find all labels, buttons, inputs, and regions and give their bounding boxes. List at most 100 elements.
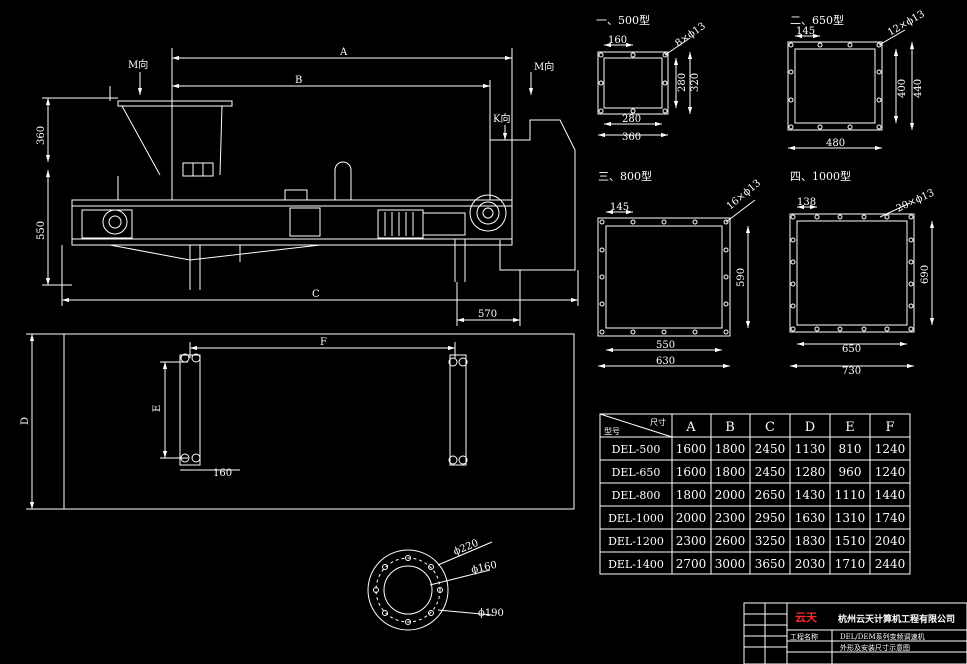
table-cell: 2300 xyxy=(715,511,746,525)
flange-500-title: 一、500型 xyxy=(596,13,650,27)
dim-550: 550 xyxy=(36,221,47,240)
flange-800-labels: 三、800型 16×ϕ13 145 550 630 590 xyxy=(598,169,763,367)
table-cell: 1710 xyxy=(835,557,866,571)
company-logo: 云天 xyxy=(795,611,818,624)
dim-phi160: ϕ160 xyxy=(470,560,498,576)
table-cell: 2440 xyxy=(875,557,906,571)
round-flange-labels: ϕ220 ϕ160 ϕ190 xyxy=(452,538,504,619)
dim-b: B xyxy=(295,75,302,86)
table-cell: 1600 xyxy=(676,442,707,456)
flange-650-d-top: 145 xyxy=(796,26,815,37)
flange-500-d-out: 360 xyxy=(622,132,641,143)
table-header-c: C xyxy=(765,420,775,435)
flange-500 xyxy=(597,37,693,138)
flange-500-v-out: 320 xyxy=(690,73,701,92)
table-header-d: D xyxy=(805,420,815,435)
table-cell: 1130 xyxy=(795,442,826,456)
table-cell: 1800 xyxy=(676,488,707,502)
side-view xyxy=(42,48,579,326)
flange-1000-d-in: 650 xyxy=(842,344,861,355)
dim-160: 160 xyxy=(213,468,232,479)
label-m-right: M向 xyxy=(534,60,554,73)
plan-view xyxy=(26,333,575,510)
flange-800 xyxy=(597,199,756,369)
table-cell: 3250 xyxy=(755,534,786,548)
table-cell: 1800 xyxy=(715,442,746,456)
table-header-b: B xyxy=(725,420,735,435)
table-cell: 960 xyxy=(839,465,862,479)
flange-650-title: 二、650型 xyxy=(790,13,844,27)
table-header-f: F xyxy=(885,420,894,435)
label-m-left: M向 xyxy=(128,58,148,71)
flange-650 xyxy=(787,29,915,151)
table-corner-top: 尺寸 xyxy=(650,417,666,427)
table-cell: 2650 xyxy=(755,488,786,502)
product-name: DEL/DEM系列变频调速机 xyxy=(840,632,925,641)
table-row-model: DEL-1200 xyxy=(608,535,664,548)
table-row-model: DEL-1000 xyxy=(608,512,664,525)
side-view-labels: A B C 570 360 550 M向 M向 K向 xyxy=(36,47,554,320)
flange-1000-holes: 20×ϕ13 xyxy=(895,188,936,215)
flange-650-holes: 12×ϕ13 xyxy=(886,9,927,39)
flange-1000-d-top: 138 xyxy=(797,197,816,208)
dim-a: A xyxy=(339,47,348,58)
table-cell: 1440 xyxy=(875,488,906,502)
table-corner-bottom: 型号 xyxy=(604,427,620,436)
flange-800-holes: 16×ϕ13 xyxy=(725,178,763,213)
dim-phi190: ϕ190 xyxy=(478,608,504,619)
table-cell: 2950 xyxy=(755,511,786,525)
dim-570: 570 xyxy=(478,309,497,320)
table-cell: 2600 xyxy=(715,534,746,548)
title-block-text: 云天 杭州云天计算机工程有限公司 工程名称 DEL/DEM系列变频调速机 外形及… xyxy=(790,606,955,652)
table-cell: 810 xyxy=(839,442,862,456)
table-cell: 2040 xyxy=(875,534,906,548)
table-cell: 2450 xyxy=(755,442,786,456)
dim-e: E xyxy=(152,405,163,412)
label-k: K向 xyxy=(493,112,510,125)
table-cell: 1240 xyxy=(875,442,906,456)
table-row-model: DEL-500 xyxy=(612,443,661,456)
table-cell: 3000 xyxy=(715,557,746,571)
table-cell: 2030 xyxy=(795,557,826,571)
flange-1000-v-in: 690 xyxy=(920,265,931,284)
table-cell: 1510 xyxy=(835,534,866,548)
drawing-title: 外形及安装尺寸示意图 xyxy=(840,643,910,652)
table-cell: 1110 xyxy=(835,488,866,502)
flange-500-d-in: 280 xyxy=(622,114,641,125)
table-header-e: E xyxy=(845,420,855,435)
flange-800-title: 三、800型 xyxy=(598,169,652,183)
table-cell: 1830 xyxy=(795,534,826,548)
table-cell: 1800 xyxy=(715,465,746,479)
flange-800-d-top: 145 xyxy=(610,202,629,213)
table-cell: 2700 xyxy=(676,557,707,571)
flange-650-v-out: 440 xyxy=(913,79,924,98)
flange-650-labels: 二、650型 12×ϕ13 145 480 400 440 xyxy=(790,9,927,149)
dim-phi220: ϕ220 xyxy=(452,538,480,558)
dim-360: 360 xyxy=(36,126,47,145)
title-block xyxy=(743,602,967,664)
table-cell: 2450 xyxy=(755,465,786,479)
flange-1000-title: 四、1000型 xyxy=(790,169,851,183)
project-label: 工程名称 xyxy=(790,632,818,641)
dimension-table xyxy=(599,413,911,575)
flange-500-holes: 8×ϕ13 xyxy=(673,21,707,50)
dim-d: D xyxy=(20,417,31,425)
flange-650-v-in: 400 xyxy=(897,79,908,98)
table-cell: 2300 xyxy=(676,534,707,548)
flange-800-v-in: 590 xyxy=(736,268,747,287)
flange-800-d-in: 550 xyxy=(656,340,675,351)
table-cell: 1740 xyxy=(875,511,906,525)
flange-500-d-top: 160 xyxy=(608,35,627,46)
flange-500-v-in: 280 xyxy=(677,73,688,92)
table-cell: 1240 xyxy=(875,465,906,479)
dim-c: C xyxy=(312,289,320,300)
table-row-model: DEL-800 xyxy=(612,489,661,502)
table-cell: 1280 xyxy=(795,465,826,479)
dim-f: F xyxy=(320,337,327,348)
company-name: 杭州云天计算机工程有限公司 xyxy=(838,613,955,625)
table-row-model: DEL-1400 xyxy=(608,558,664,571)
table-cell: 3650 xyxy=(755,557,786,571)
plan-view-labels: F E D 160 xyxy=(20,337,327,479)
